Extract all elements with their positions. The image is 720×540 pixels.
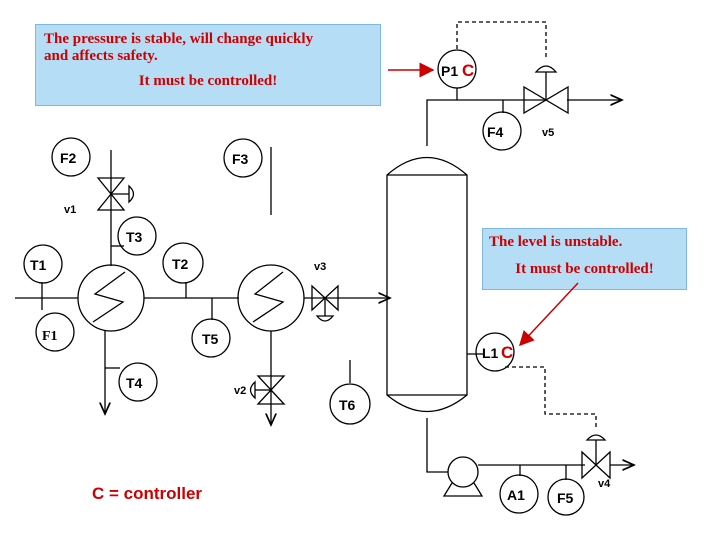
heat-exchanger-1-coil xyxy=(92,271,126,323)
instrument-t3 xyxy=(117,216,157,256)
label-v3: v3 xyxy=(314,261,326,273)
instrument-f5 xyxy=(547,478,585,516)
label-t1: T1 xyxy=(30,257,47,273)
label-l1: L1 xyxy=(482,345,499,361)
pressure-callout-line3: It must be controlled! xyxy=(138,73,278,89)
instrument-f4 xyxy=(482,111,522,151)
instrument-t1 xyxy=(23,244,63,284)
label-t5: T5 xyxy=(202,331,219,347)
label-v4: v4 xyxy=(598,478,611,490)
label-l1-c: C xyxy=(501,343,513,362)
level-callout-arrow xyxy=(518,282,579,347)
level-callout: The level is unstable. It must be contro… xyxy=(482,228,687,290)
instrument-f3 xyxy=(223,138,263,178)
pressure-callout: The pressure is stable, will change quic… xyxy=(35,24,381,106)
pump xyxy=(447,456,479,488)
instrument-f2 xyxy=(51,137,91,177)
valve-v2-actuator xyxy=(249,380,256,400)
instrument-a1 xyxy=(499,474,539,514)
label-v1: v1 xyxy=(64,204,76,216)
instrument-t4 xyxy=(118,362,158,402)
heat-exchanger-2-coil xyxy=(252,271,285,323)
label-f5: F5 xyxy=(557,490,574,506)
distillation-column xyxy=(386,156,468,413)
level-callout-line2: It must be controlled! xyxy=(515,261,654,277)
label-t4: T4 xyxy=(126,375,143,391)
level-callout-line1: The level is unstable. xyxy=(489,234,623,250)
instrument-l1c xyxy=(475,332,515,372)
label-t6: T6 xyxy=(339,397,356,413)
valve-v4-actuator xyxy=(585,434,607,441)
instrument-t6 xyxy=(329,383,371,425)
overhead-vapor-line xyxy=(426,99,545,146)
label-p1-c: C xyxy=(462,61,474,80)
label-f1: F1 xyxy=(42,329,58,344)
label-v2: v2 xyxy=(234,385,246,397)
valve-v1 xyxy=(96,177,126,211)
label-f3: F3 xyxy=(232,151,249,167)
label-a1: A1 xyxy=(507,487,525,503)
instrument-p1c xyxy=(437,49,477,89)
valve-v5 xyxy=(523,85,569,115)
valve-v2 xyxy=(256,375,286,405)
instrument-t5 xyxy=(191,318,231,358)
valve-v1-actuator xyxy=(128,184,135,204)
valve-v5-actuator xyxy=(534,65,558,73)
valve-v3 xyxy=(311,284,339,312)
bottoms-line xyxy=(426,418,448,473)
pump-base xyxy=(442,482,484,497)
valve-v4 xyxy=(581,450,611,480)
pressure-callout-line2: and affects safety. xyxy=(44,48,158,64)
label-f2: F2 xyxy=(60,150,77,166)
valve-v3-actuator xyxy=(315,315,335,322)
p1-signal-line xyxy=(456,21,547,58)
controller-legend: C = controller xyxy=(92,484,203,503)
label-p1: P1 xyxy=(441,63,458,79)
label-t2: T2 xyxy=(172,256,189,272)
pressure-callout-line1: The pressure is stable, will change quic… xyxy=(44,31,314,47)
label-f4: F4 xyxy=(487,124,504,140)
instrument-f1 xyxy=(35,312,75,352)
label-t3: T3 xyxy=(126,229,143,245)
instrument-t2 xyxy=(162,242,204,284)
label-v5: v5 xyxy=(542,127,554,139)
l1-signal-line xyxy=(505,366,597,430)
